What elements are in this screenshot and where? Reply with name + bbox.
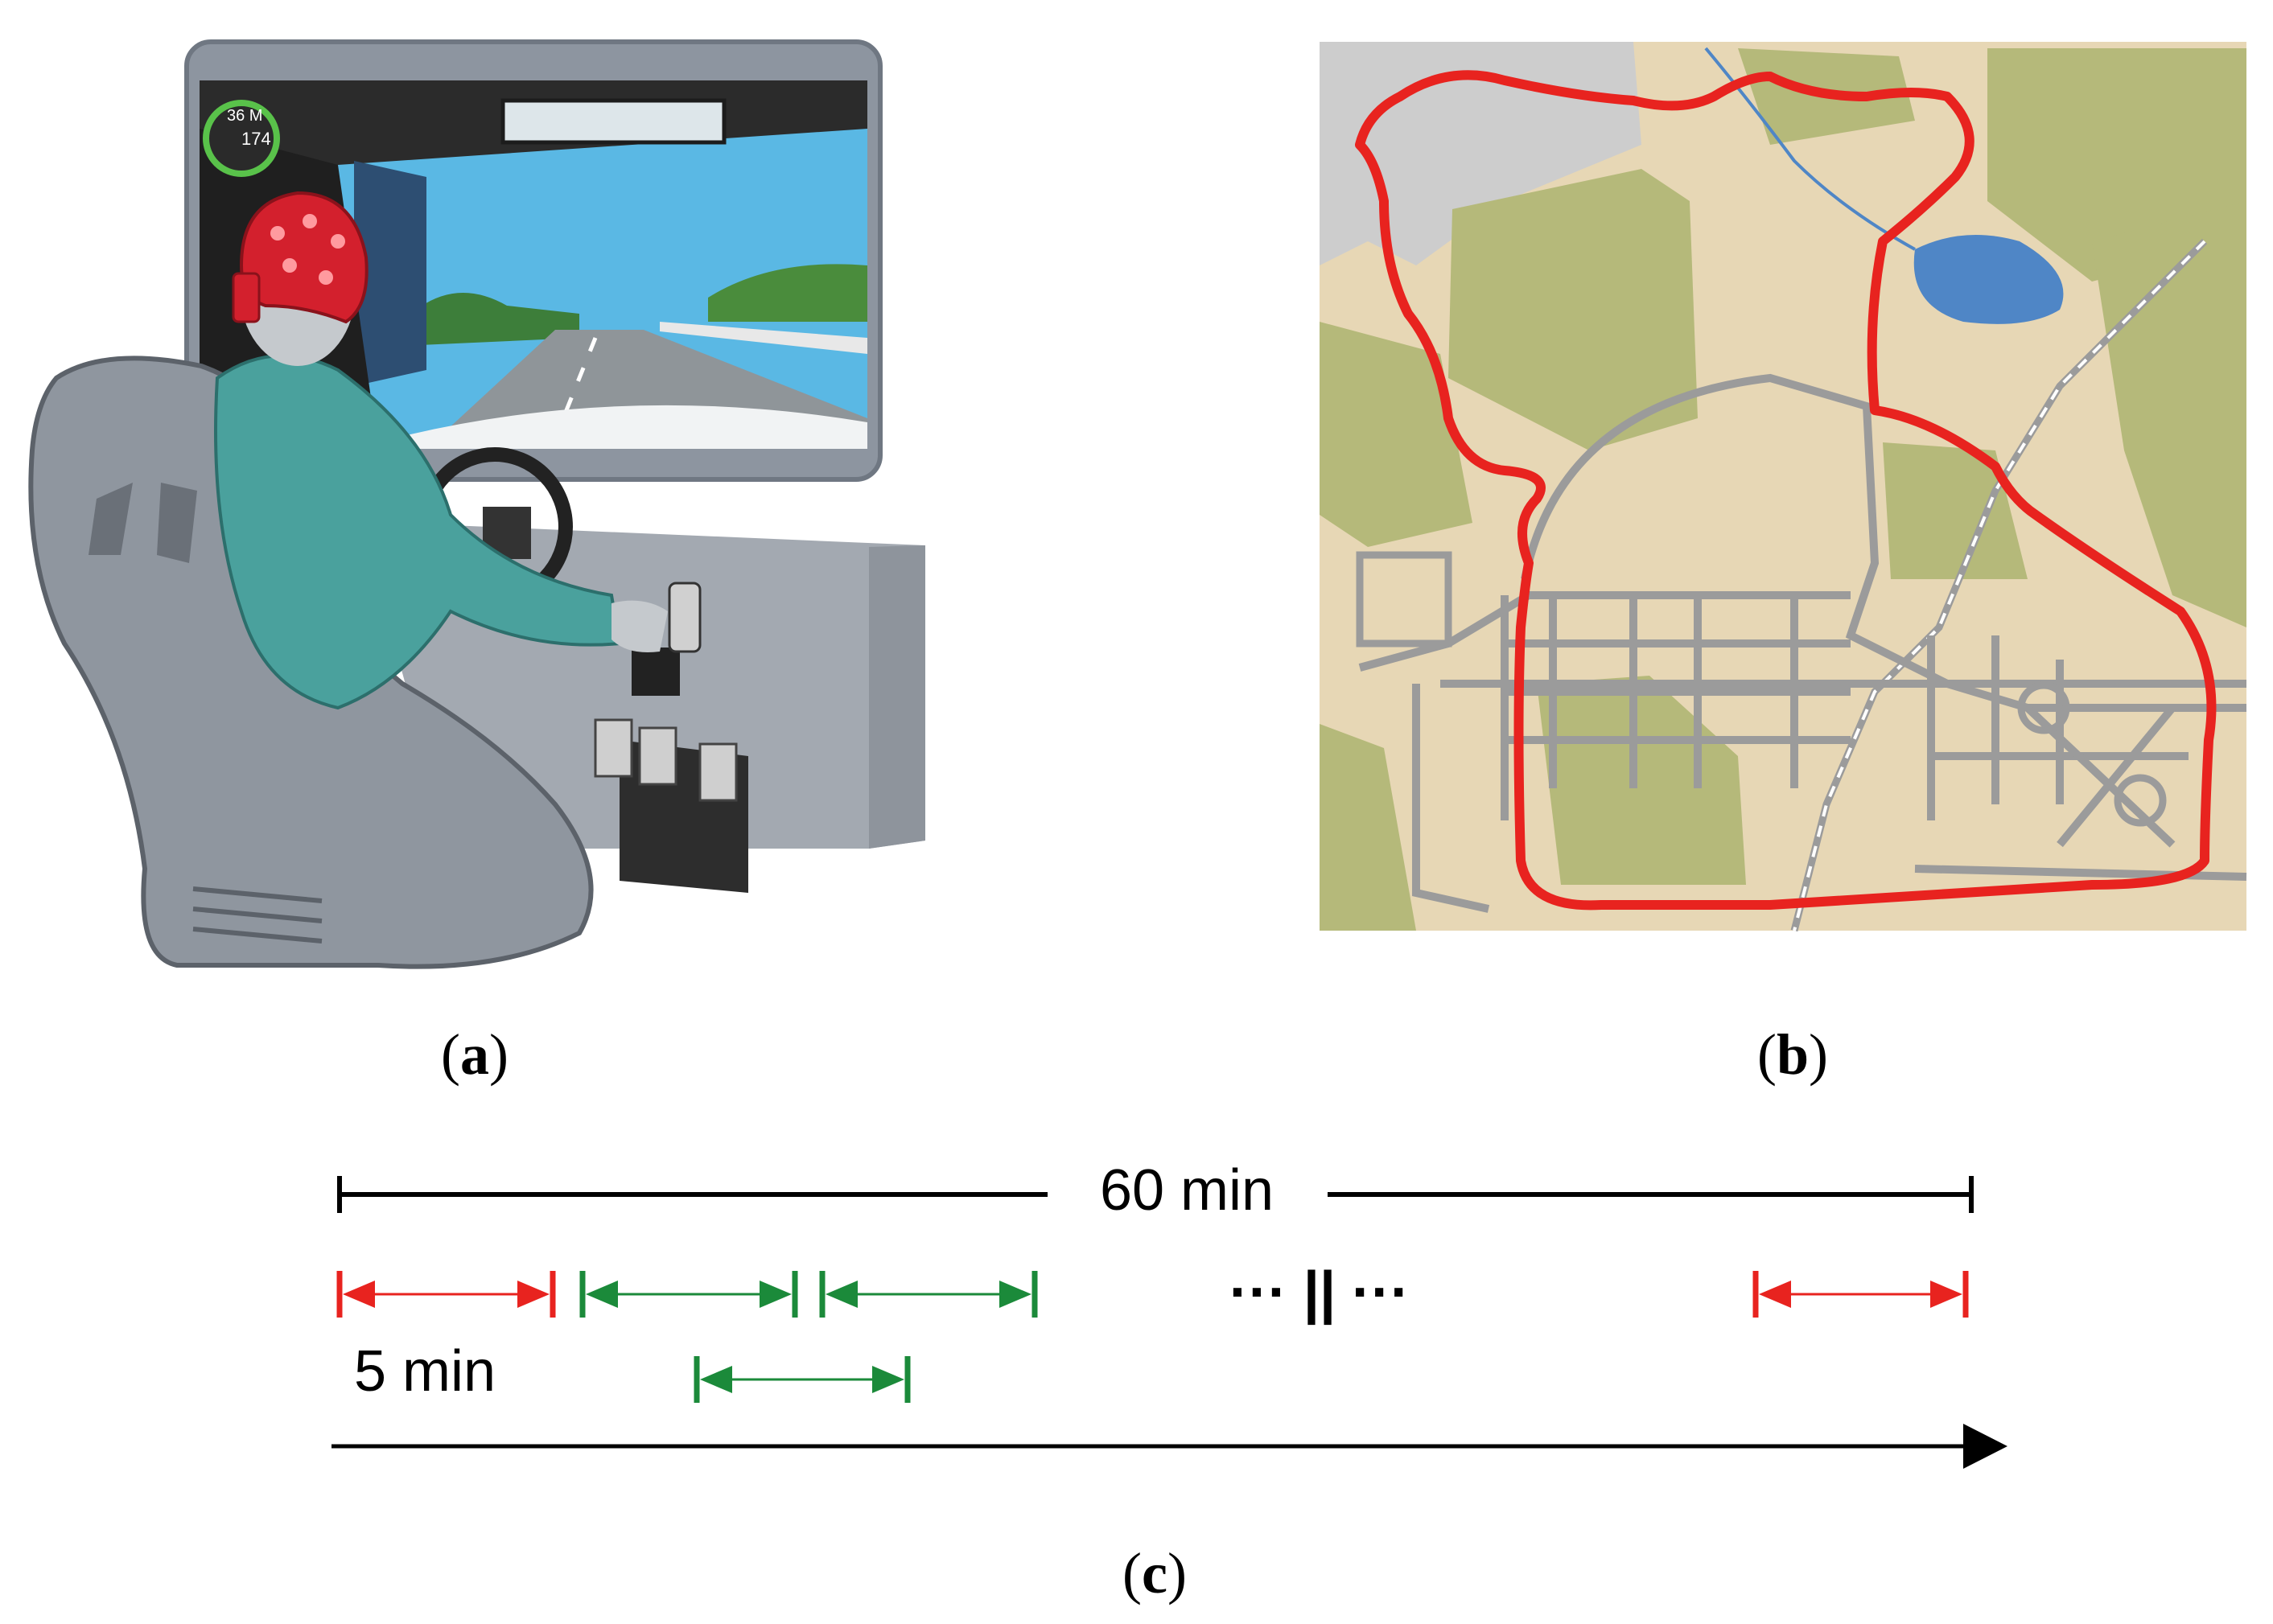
building — [354, 161, 426, 386]
simulator-desk-side — [869, 545, 925, 849]
route-map — [1320, 42, 2247, 932]
window-duration-label: 5 min — [354, 1339, 496, 1404]
map-river — [1704, 47, 1916, 251]
gear-shifter — [632, 648, 680, 696]
map-driving-route — [1355, 70, 2217, 911]
rear-view-mirror — [500, 98, 727, 145]
pedal-brake — [638, 726, 677, 786]
eeg-electrode — [319, 270, 333, 285]
time-axis-arrowhead-icon — [1963, 1424, 2007, 1469]
pedal-accelerator — [698, 742, 738, 802]
driver-torso — [214, 354, 622, 710]
map-roundabout — [2017, 681, 2070, 734]
map-roundabout — [2114, 774, 2167, 827]
car-hood — [354, 405, 867, 449]
pedal-clutch — [594, 718, 633, 778]
seat-cutout-left — [89, 483, 133, 555]
seat-stripe — [192, 886, 323, 903]
map-forest-patch — [1448, 169, 1698, 450]
timeline-diagram: 60 min — [331, 1158, 2007, 1469]
driver-hand — [611, 600, 668, 652]
roadside-trees — [402, 293, 579, 346]
window-red-start — [336, 1271, 556, 1318]
map-forest-patch — [1883, 442, 2028, 579]
window-red-end — [1752, 1271, 1969, 1318]
eeg-electrode — [303, 214, 317, 228]
seat-stripe — [192, 927, 323, 944]
window-green-3 — [694, 1356, 911, 1403]
timeline-ellipsis: ··· || ··· — [1229, 1260, 1410, 1325]
seat-stripe — [192, 907, 323, 923]
panel-label-c: (c) — [1122, 1541, 1187, 1605]
panel-label-b: (b) — [1757, 1022, 1828, 1087]
hud-gauge-icon — [203, 100, 280, 177]
eeg-electrode — [270, 226, 285, 241]
eeg-electrode — [331, 234, 345, 249]
total-duration-label: 60 min — [1100, 1158, 1274, 1223]
window-green-2 — [819, 1271, 1038, 1318]
window-green-1 — [579, 1271, 798, 1318]
hud-speed-readout: 36 M — [227, 107, 262, 125]
map-building-block — [1356, 551, 1452, 648]
map-forest-patch — [2092, 201, 2246, 627]
map-lake-icon — [1913, 235, 2064, 324]
hud-gear-readout: 174 — [241, 129, 271, 149]
roadside-trees-right — [708, 264, 867, 322]
panel-label-a: (a) — [441, 1022, 509, 1087]
map-forest-patch — [1320, 724, 1416, 931]
map-forest-patch — [1320, 322, 1472, 547]
guard-rail — [660, 322, 867, 354]
eeg-cap-icon — [239, 191, 369, 324]
eeg-amplifier — [232, 272, 261, 323]
driving-simulator-illustration: 36 M 174 — [28, 39, 925, 969]
map-railway — [1790, 238, 2208, 932]
seat-cutout-right — [157, 483, 197, 563]
gear-shifter-knob — [668, 582, 702, 653]
eeg-electrode — [282, 258, 297, 273]
